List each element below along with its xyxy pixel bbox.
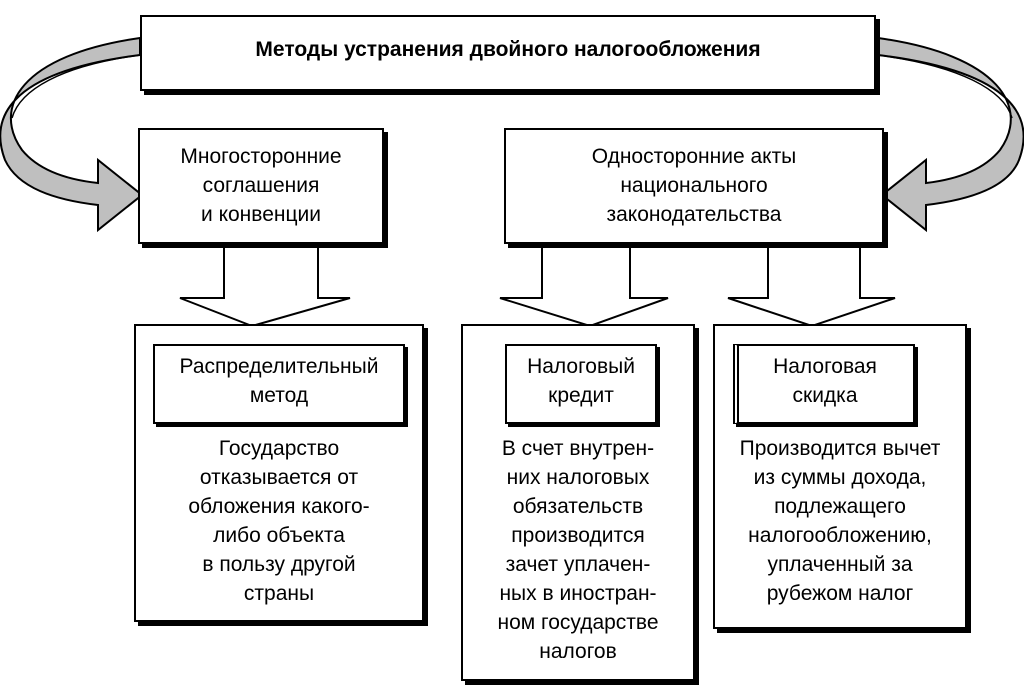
method-3-header <box>733 344 915 424</box>
block-arrow-1 <box>179 242 351 328</box>
source-right-box <box>504 128 884 244</box>
method-1-header <box>153 344 405 424</box>
block-arrow-2 <box>499 242 669 328</box>
method-2-header <box>505 344 657 424</box>
right-curved-arrow <box>877 36 1024 233</box>
method-1-description: Государство отказывается от обложения ка… <box>188 437 370 605</box>
title-box <box>140 15 876 91</box>
source-right-text: Односторонние акты национального законод… <box>591 145 797 226</box>
source-left-text: Многосторонние соглашения и конвенции <box>180 145 342 226</box>
source-left-box <box>138 128 384 244</box>
method-3-description: Производится вычет из суммы дохода, подл… <box>739 437 941 605</box>
diagram-title: Методы устранения двойного налогообложен… <box>255 38 761 61</box>
block-arrow-3 <box>727 242 896 328</box>
method-1-name: Распределительный метод <box>179 355 379 407</box>
method-2-description: В счет внутрен- них налоговых обязательс… <box>497 437 659 663</box>
left-curved-arrow <box>0 36 144 233</box>
method-2-name: Налоговый кредит <box>527 355 635 407</box>
method-3-name: Налоговая скидка <box>773 355 877 407</box>
